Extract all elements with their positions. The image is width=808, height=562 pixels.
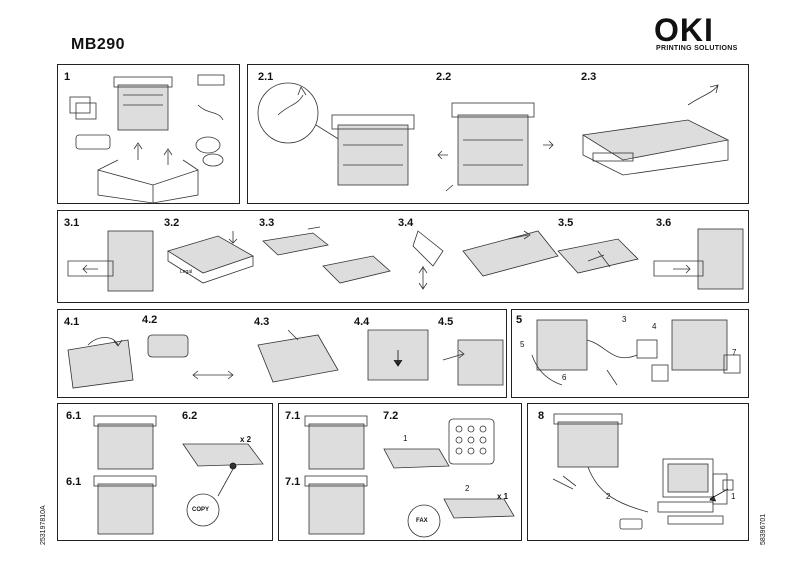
times-two-label: x 2 xyxy=(240,435,252,444)
unboxing-printer-icon xyxy=(69,74,225,204)
part-code-left: 253197810A xyxy=(40,505,47,545)
times-one-label: x 1 xyxy=(497,492,509,501)
callout-5: 5 xyxy=(520,340,525,349)
part-code-right: 58396701 xyxy=(760,513,767,545)
step-label-2-1: 2.1 xyxy=(258,71,274,83)
step-label-4-5: 4.5 xyxy=(438,316,454,328)
callout-7-2-step1: 1 xyxy=(403,434,408,443)
step-label-2-3: 2.3 xyxy=(581,71,597,83)
callout-8-step2: 2 xyxy=(606,492,611,501)
callout-7-2-step2: 2 xyxy=(465,484,470,493)
copy-button[interactable]: COPY xyxy=(192,507,210,513)
step-label-4-4: 4.4 xyxy=(354,316,370,328)
callout-7: 7 xyxy=(732,348,737,357)
brand-logo: OKI xyxy=(654,12,714,48)
remove-packaging-printer-icon xyxy=(257,82,730,192)
panel-step-5: 5 3 4 5 6 7 xyxy=(511,309,749,398)
step-label-7-1a: 7.1 xyxy=(285,410,301,422)
panel-step-1: 1 xyxy=(57,64,240,204)
step-label-8: 8 xyxy=(538,410,545,422)
step-label-1: 1 xyxy=(64,71,71,83)
fax-keypad-icon xyxy=(304,415,515,538)
panel-step-7: 7.1 7.2 7.1 1 2 x 1 FAX xyxy=(278,403,522,541)
model-title: MB290 xyxy=(71,36,126,53)
panel-step-6: 6.1 6.2 6.1 x 2 COPY xyxy=(57,403,273,541)
step-label-3-1: 3.1 xyxy=(64,217,80,229)
step-label-4-2: 4.2 xyxy=(142,314,158,326)
panel-step-4: 4.1 4.2 4.3 4.4 4.5 xyxy=(57,309,507,398)
callout-3: 3 xyxy=(622,315,627,324)
step-label-4-1: 4.1 xyxy=(64,316,80,328)
callout-6: 6 xyxy=(562,373,567,382)
step-label-7-1b: 7.1 xyxy=(285,476,301,488)
usb-computer-icon xyxy=(552,413,734,530)
svg-text:Legal: Legal xyxy=(180,269,192,275)
panel-step-2: 2.1 2.2 2.3 xyxy=(247,64,749,204)
step-label-5: 5 xyxy=(516,314,523,326)
step-label-7-2: 7.2 xyxy=(383,410,399,422)
panel-step-3: 3.1 3.2 3.3 3.4 3.5 3.6 Legal xyxy=(57,210,749,303)
phone-cable-icon xyxy=(531,319,741,386)
toner-install-icon xyxy=(67,329,504,389)
step-label-3-5: 3.5 xyxy=(558,217,574,229)
step-label-3-4: 3.4 xyxy=(398,217,414,229)
step-label-6-2: 6.2 xyxy=(182,410,198,422)
brand-subtitle: PRINTING SOLUTIONS xyxy=(656,45,738,52)
step-label-3-3: 3.3 xyxy=(259,217,275,229)
callout-4: 4 xyxy=(652,322,657,331)
step-label-4-3: 4.3 xyxy=(254,316,270,328)
callout-8-step1: 1 xyxy=(731,492,736,501)
step-label-2-2: 2.2 xyxy=(436,71,452,83)
panel-step-8: 8 1 2 xyxy=(527,403,749,541)
fax-button[interactable]: FAX xyxy=(416,518,428,524)
step-label-6-1a: 6.1 xyxy=(66,410,82,422)
paper-tray-icon: Legal xyxy=(67,226,744,292)
step-label-3-6: 3.6 xyxy=(656,217,672,229)
copy-printer-icon xyxy=(93,415,264,535)
step-label-3-2: 3.2 xyxy=(164,217,180,229)
step-label-6-1b: 6.1 xyxy=(66,476,82,488)
